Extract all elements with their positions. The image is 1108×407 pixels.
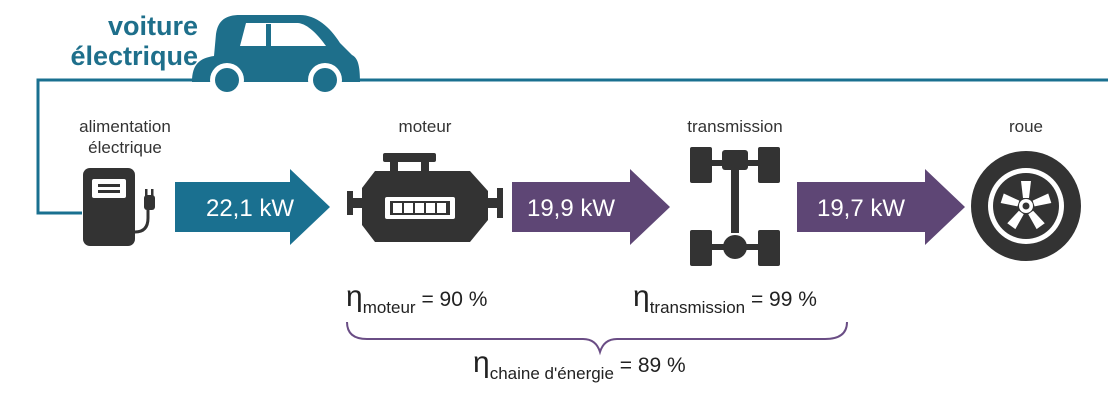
car-icon (192, 15, 360, 97)
efficiency-motor-subscript: moteur (362, 298, 416, 317)
efficiency-transmission-value: = 99 % (750, 288, 817, 311)
eta-symbol-motor: η (346, 280, 363, 313)
efficiency-transmission: ηtransmission = 99 % (633, 280, 817, 318)
stage-label-power-supply-line-1: alimentation (79, 117, 171, 136)
drivetrain-icon (690, 147, 780, 266)
flow-arrow-3 (797, 169, 965, 245)
flow-1-value: 22,1 kW (206, 195, 294, 222)
frame-line (36, 78, 1108, 215)
title-line-1: voiture (107, 11, 198, 41)
wheel-icon (971, 151, 1081, 261)
charging-station-icon (83, 168, 155, 246)
efficiency-chain-value: = 89 % (619, 354, 686, 377)
stage-label-motor: moteur (398, 117, 452, 136)
diagram-title: voiture électrique (38, 11, 198, 71)
eta-symbol-chain: η (473, 346, 490, 379)
efficiency-brace (346, 321, 848, 356)
flow-arrow-1 (175, 169, 330, 245)
efficiency-transmission-subscript: transmission (649, 298, 746, 317)
stage-label-transmission: transmission (687, 117, 783, 136)
efficiency-chain-subscript: chaine d'énergie (489, 364, 614, 383)
engine-icon (347, 153, 503, 242)
efficiency-chain: ηchaine d'énergie = 89 % (473, 346, 686, 384)
efficiency-motor-value: = 90 % (421, 288, 488, 311)
eta-symbol-transmission: η (633, 280, 650, 313)
stage-label-power-supply: alimentation électrique (50, 116, 200, 158)
stage-label-wheel: roue (1008, 117, 1044, 136)
title-line-2: électrique (70, 41, 198, 71)
flow-arrow-2 (512, 169, 670, 245)
flow-3-value: 19,7 kW (817, 195, 905, 222)
flow-2-value: 19,9 kW (527, 195, 615, 222)
stage-label-power-supply-line-2: électrique (88, 138, 162, 157)
efficiency-motor: ηmoteur = 90 % (346, 280, 487, 318)
